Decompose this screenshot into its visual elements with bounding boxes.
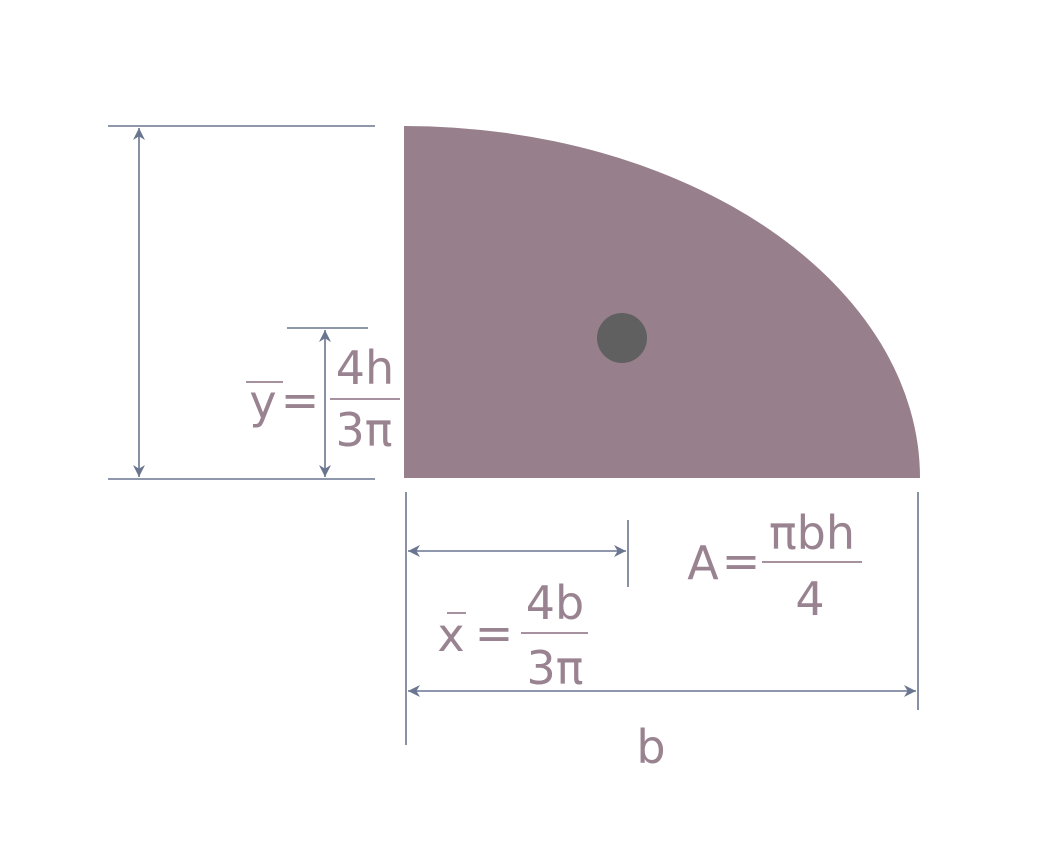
xbar-symbol: x (437, 608, 464, 662)
quarter-ellipse-shape (404, 126, 920, 478)
area-equals: = (722, 534, 761, 588)
ybar-symbol: y (249, 375, 276, 429)
centroid-dot (597, 313, 647, 363)
width-label: b (636, 720, 665, 774)
area-symbol: A (687, 536, 719, 590)
ybar-equals: = (281, 373, 320, 427)
xbar-denominator: 3π (527, 641, 584, 695)
xbar-numerator: 4b (526, 576, 584, 630)
xbar-equals: = (475, 606, 514, 660)
ybar-numerator: 4h (336, 341, 394, 395)
area-numerator: πbh (769, 506, 855, 560)
area-denominator: 4 (795, 572, 824, 626)
ybar-denominator: 3π (336, 403, 393, 457)
